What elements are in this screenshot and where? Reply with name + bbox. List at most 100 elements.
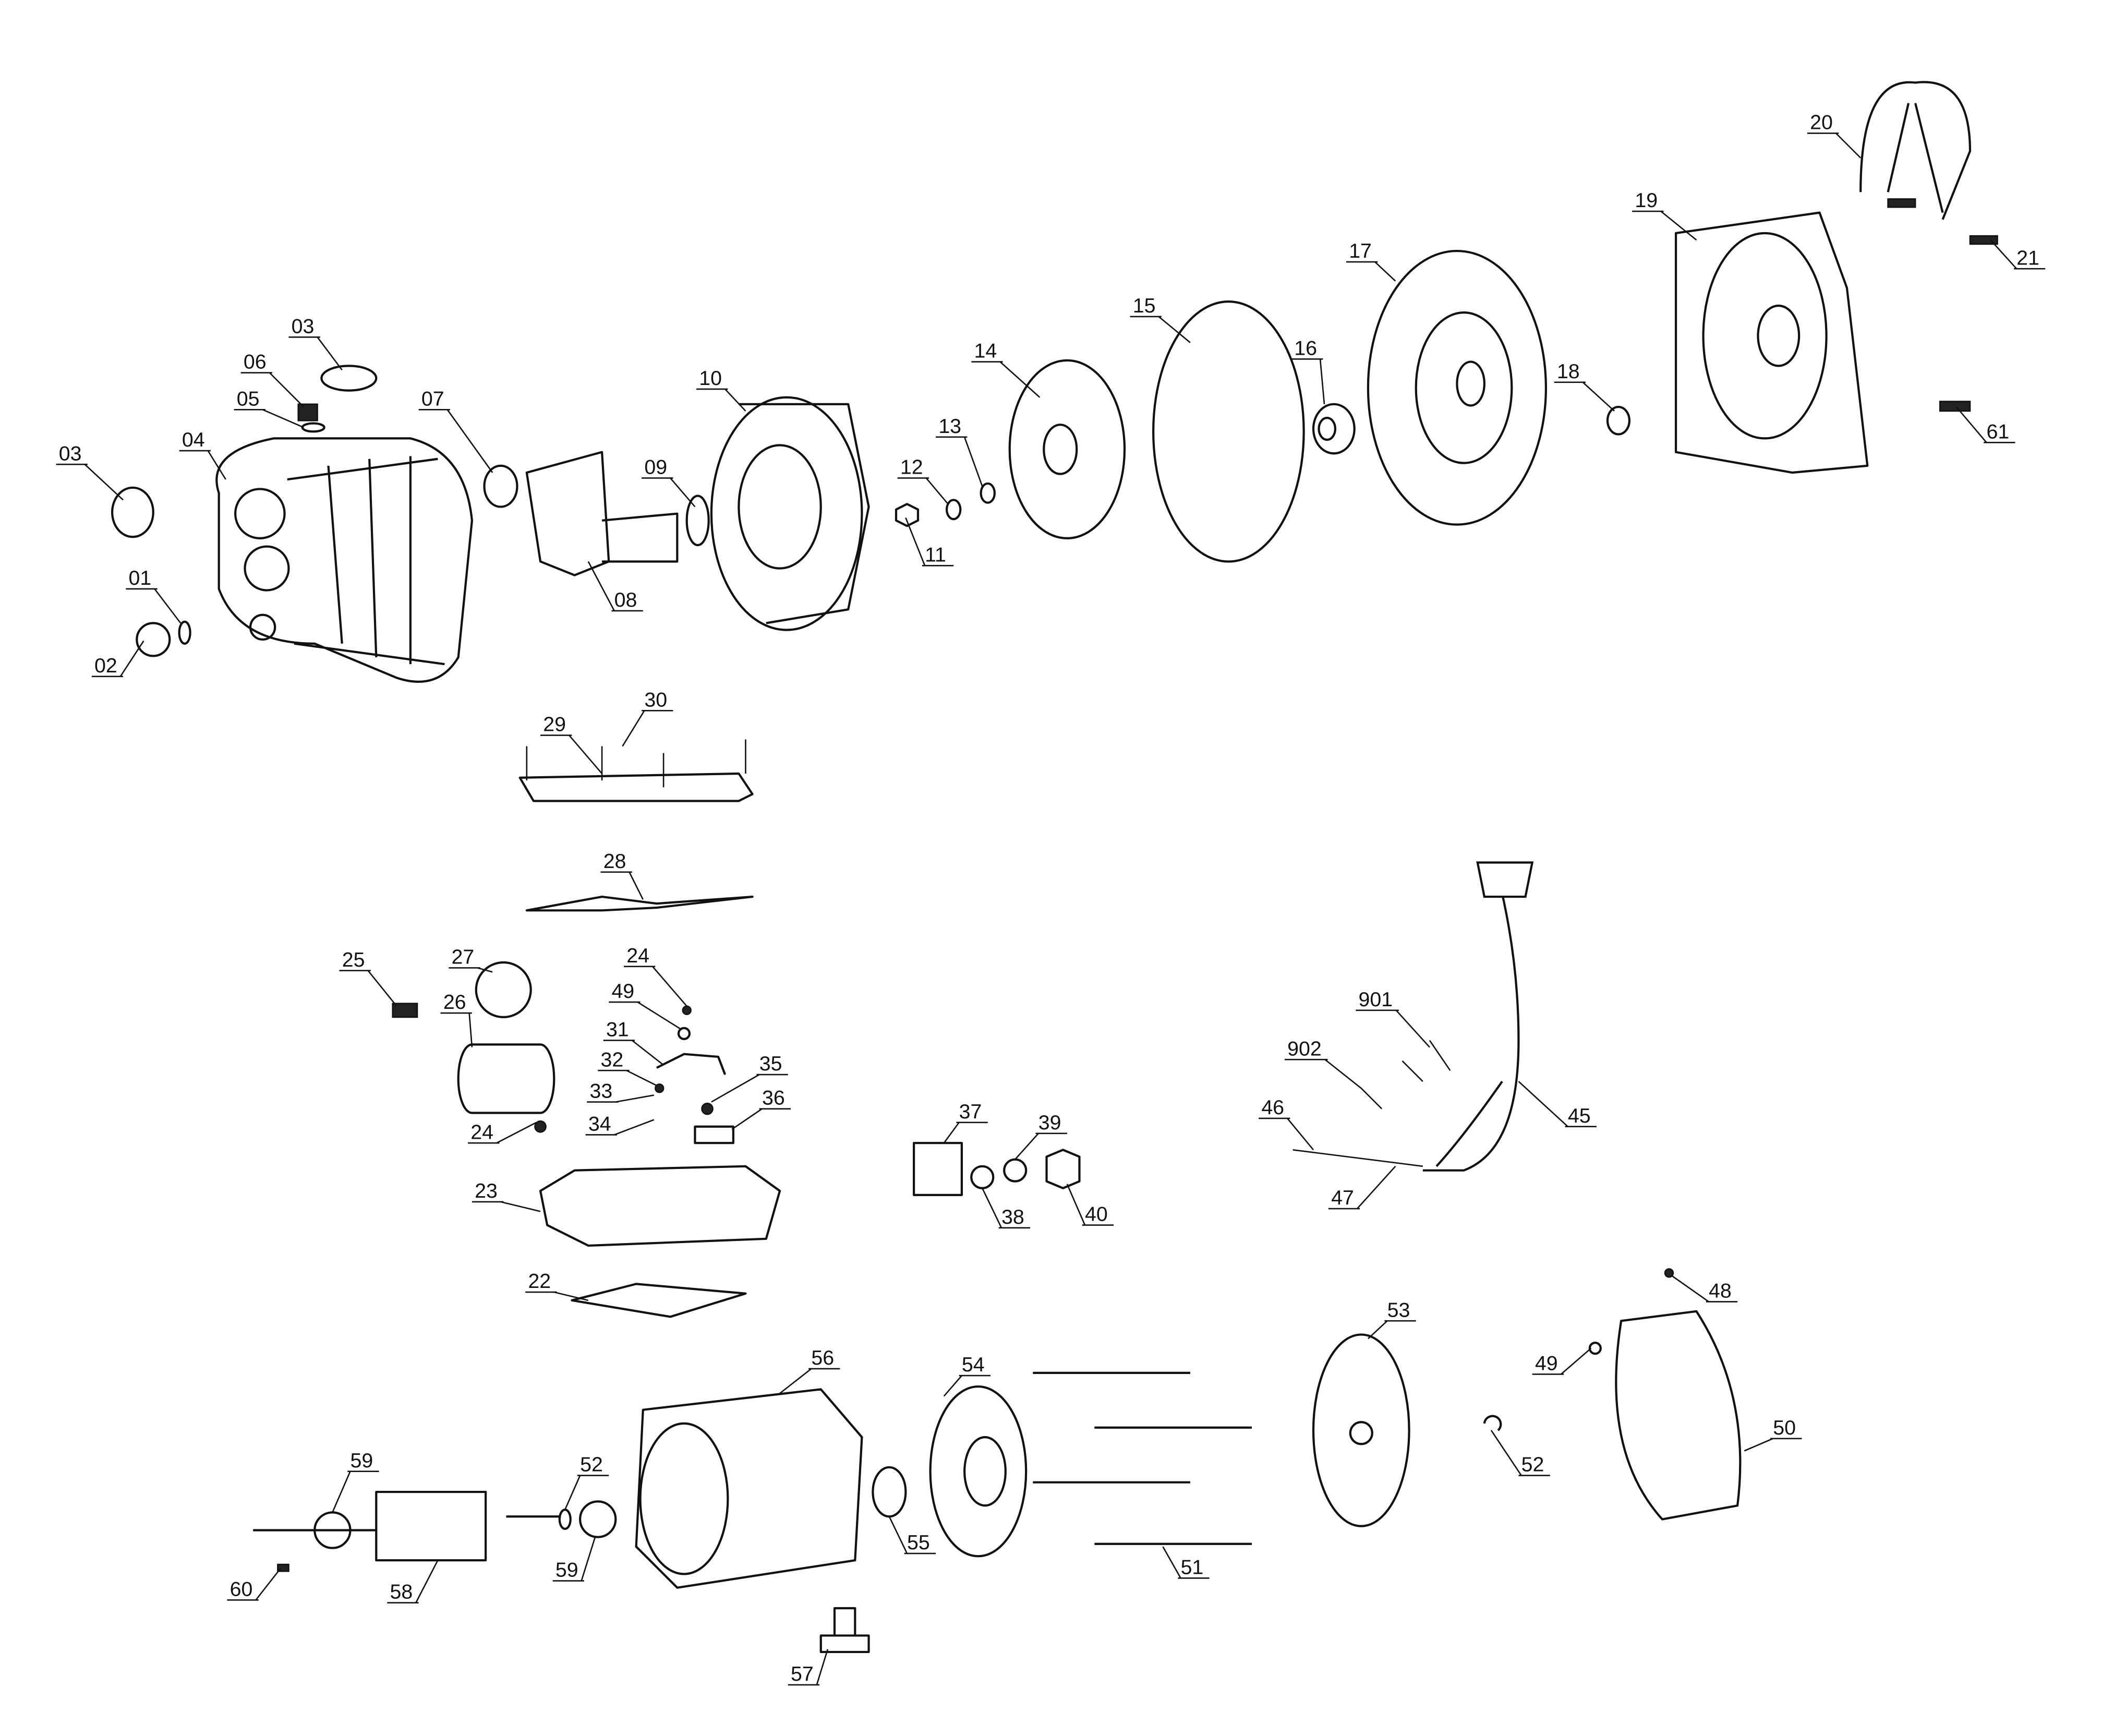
- callout-36: 36: [731, 1087, 791, 1130]
- leader-line: [126, 588, 182, 624]
- leader-line: [387, 1560, 439, 1604]
- cover-27: [475, 961, 532, 1018]
- leader-line: [234, 409, 304, 428]
- washer-18: [1606, 405, 1630, 436]
- terminal-36: [694, 1125, 734, 1144]
- callout-16: 16: [1291, 336, 1325, 404]
- washer-39: [1003, 1158, 1028, 1183]
- connectors-901: [1402, 1040, 1451, 1082]
- leader-line: [449, 967, 493, 973]
- callout-label: 05: [237, 387, 260, 410]
- switch-37: [913, 1142, 963, 1196]
- callout-label: 19: [1635, 189, 1658, 212]
- callout-label: 07: [421, 387, 444, 410]
- leader-line: [711, 1074, 788, 1103]
- leader-line: [1554, 381, 1615, 412]
- callout-label: 25: [342, 948, 365, 971]
- o-ring-15: [1152, 300, 1305, 563]
- callout-label: 11: [925, 543, 946, 566]
- leader-line: [1284, 1058, 1362, 1089]
- callout-label: 56: [811, 1346, 834, 1369]
- callout-label: 15: [1133, 294, 1156, 317]
- leader-line: [472, 1201, 541, 1212]
- callout-label: 23: [475, 1179, 498, 1202]
- fan-cover-50: [1615, 1310, 1742, 1521]
- callout-38: 38: [982, 1188, 1031, 1229]
- leader-line: [603, 1040, 664, 1066]
- washer-49: [677, 1027, 691, 1040]
- impeller-14: [1008, 359, 1126, 539]
- callout-31: 31: [603, 1018, 664, 1066]
- callout-label: 59: [350, 1449, 373, 1472]
- leader-line: [540, 734, 603, 774]
- nut-38: [970, 1165, 995, 1189]
- screws-30: [526, 739, 746, 788]
- leader-line: [622, 710, 673, 747]
- washer-12: [945, 499, 962, 521]
- callout-14: 14: [971, 340, 1041, 398]
- screw-32: [655, 1083, 665, 1093]
- callout-27: 27: [449, 946, 493, 973]
- callout-label: 58: [390, 1581, 413, 1604]
- callout-label: 45: [1568, 1104, 1591, 1127]
- callout-label: 03: [59, 442, 82, 465]
- callout-39: 39: [1014, 1111, 1067, 1160]
- callout-57: 57: [788, 1649, 829, 1686]
- callout-label: 03: [292, 315, 315, 337]
- leader-line: [1744, 1438, 1802, 1452]
- callout-label: 32: [600, 1048, 623, 1071]
- leader-line: [332, 1470, 379, 1513]
- leader-line: [240, 372, 305, 408]
- callout-20: 20: [1807, 111, 1862, 159]
- callout-22: 22: [525, 1270, 589, 1301]
- callout-07: 07: [418, 387, 493, 473]
- gasket-22: [571, 1283, 747, 1318]
- leader-line: [552, 1537, 596, 1582]
- callout-label: 901: [1359, 988, 1393, 1011]
- leader-line: [227, 1568, 281, 1601]
- o-ring-05: [301, 422, 325, 433]
- leader-line: [1532, 1347, 1592, 1375]
- callout-59: 59: [552, 1537, 596, 1582]
- callout-08: 08: [587, 561, 643, 612]
- callout-label: 13: [938, 415, 961, 438]
- callout-label: 20: [1810, 111, 1833, 134]
- power-cable-45: [1422, 876, 1520, 1172]
- bearing-plate-54: [929, 1385, 1028, 1558]
- callout-label: 02: [94, 654, 117, 677]
- leader-line: [1162, 1546, 1210, 1579]
- leader-line: [897, 477, 949, 505]
- callout-label: 38: [1001, 1205, 1024, 1228]
- callout-label: 55: [907, 1531, 930, 1554]
- plug-45: [1476, 861, 1534, 898]
- callout-label: 31: [606, 1018, 629, 1041]
- callout-28: 28: [600, 850, 644, 900]
- leader-line: [600, 871, 644, 900]
- callout-05: 05: [234, 387, 304, 428]
- callout-label: 06: [244, 351, 267, 373]
- callout-45: 45: [1518, 1081, 1597, 1128]
- leader-line: [1259, 1117, 1314, 1151]
- motor-flange-19: [1674, 211, 1869, 474]
- bearing-59-right: [579, 1500, 617, 1538]
- callout-06: 06: [240, 351, 305, 408]
- leader-line: [943, 1122, 988, 1143]
- callout-52: 52: [1490, 1430, 1550, 1476]
- callout-label: 24: [470, 1120, 493, 1143]
- leader-line: [609, 1001, 682, 1030]
- screw-61: [1939, 401, 1971, 412]
- callout-label: 52: [1521, 1453, 1544, 1476]
- callout-30: 30: [622, 688, 673, 747]
- capacitor-26: [457, 1043, 555, 1114]
- connector-902: [1360, 1088, 1383, 1110]
- leader-line: [1518, 1081, 1597, 1128]
- leader-line: [1990, 239, 2046, 270]
- gasket-28: [525, 895, 754, 912]
- callout-48: 48: [1671, 1275, 1738, 1303]
- callout-label: 04: [182, 428, 205, 451]
- callout-52: 52: [564, 1453, 609, 1510]
- callout-label: 18: [1557, 360, 1580, 383]
- callout-label: 10: [699, 367, 722, 390]
- leader-line: [440, 1012, 473, 1047]
- callout-34: 34: [585, 1113, 655, 1136]
